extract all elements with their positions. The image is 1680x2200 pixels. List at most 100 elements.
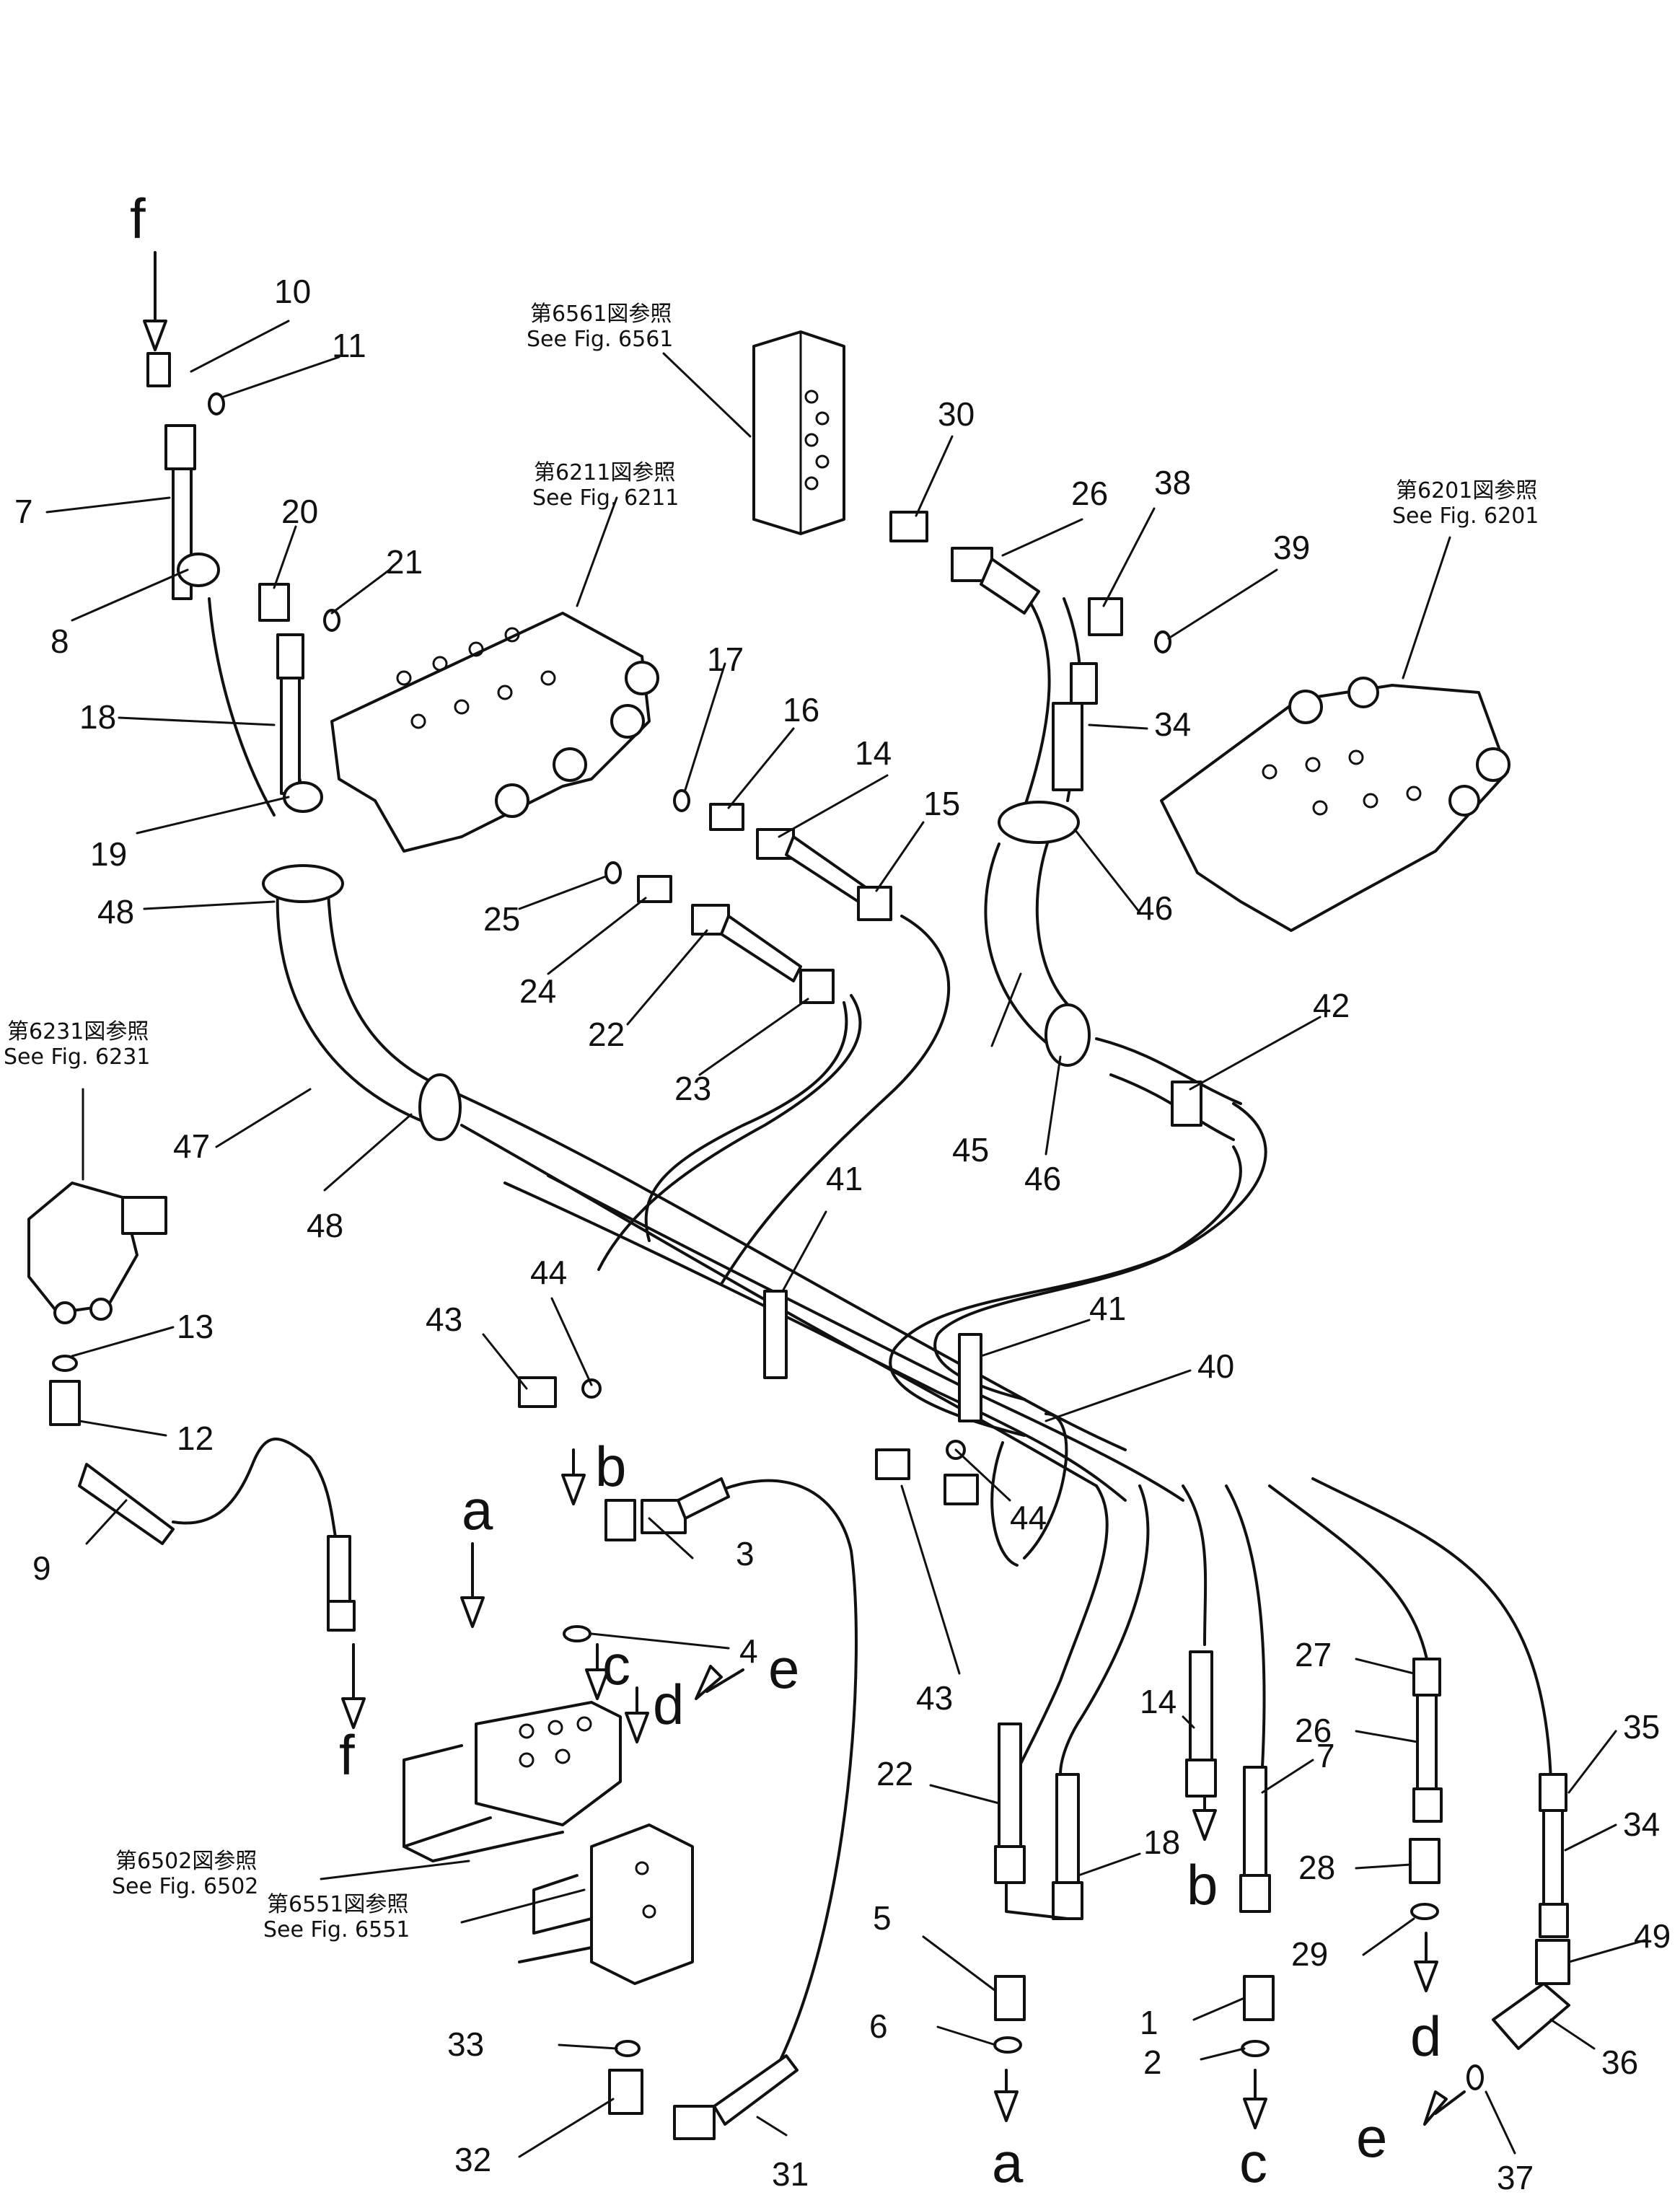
o-ring-21 — [323, 609, 340, 632]
bolt-43-left — [875, 1448, 910, 1480]
o-ring-33 — [615, 2040, 641, 2057]
part-label-22-lower: 22 — [876, 1755, 913, 1792]
block-6502 — [403, 1701, 622, 1862]
sleeve-35 — [1539, 1773, 1567, 1812]
nut-18-lower — [1052, 1881, 1083, 1920]
part-label-48-top: 48 — [97, 893, 134, 930]
clamps — [262, 801, 1202, 1567]
hose-26 — [980, 558, 1040, 615]
letter-e-lower: e — [1356, 2106, 1387, 2169]
ref-6502-en: See Fig. 6502 — [112, 1874, 258, 1899]
connector-30 — [889, 511, 928, 542]
part-label-24: 24 — [519, 972, 556, 1010]
protector-sleeve-46-top — [998, 801, 1080, 844]
part-label-44-right: 44 — [1010, 1499, 1047, 1536]
hose-14-lower — [1189, 1650, 1213, 1761]
fittings — [49, 352, 1570, 2140]
part-label-8: 8 — [50, 622, 69, 660]
ref-6502-jp: 第6502図参照 — [115, 1849, 257, 1874]
o-ring-11 — [208, 392, 225, 415]
ref-6231-en: See Fig. 6231 — [4, 1044, 150, 1070]
manifold-block-6561 — [752, 330, 845, 535]
ref-6551-en: See Fig. 6551 — [263, 1917, 410, 1942]
nut-14-lower — [1185, 1759, 1217, 1798]
part-label-7-lower: 7 — [1316, 1737, 1335, 1774]
o-ring-29 — [1410, 1903, 1439, 1920]
part-label-3: 3 — [736, 1535, 755, 1572]
ref-6231-jp: 第6231図参照 — [7, 1019, 149, 1044]
hose-3 — [677, 1477, 730, 1520]
letter-e-upper: e — [768, 1637, 799, 1700]
part-label-41-right: 41 — [1089, 1290, 1126, 1327]
ref-6551-jp: 第6551図参照 — [267, 1892, 408, 1917]
connector-16 — [709, 803, 744, 831]
part-label-47: 47 — [173, 1127, 210, 1165]
bolt-43-right — [944, 1474, 979, 1505]
nut-34-lower — [1539, 1903, 1569, 1938]
part-label-15: 15 — [923, 785, 960, 822]
part-label-30: 30 — [938, 395, 975, 433]
o-ring-4 — [563, 1625, 591, 1642]
part-label-32: 32 — [454, 2141, 491, 2178]
part-number-labels: 10 11 7 8 20 21 18 19 48 17 16 14 15 25 … — [14, 273, 1671, 2196]
letter-c-upper: c — [602, 1633, 630, 1697]
nut-34 — [1070, 662, 1098, 705]
tee-3-body — [604, 1499, 636, 1541]
part-label-17: 17 — [707, 641, 744, 678]
part-label-41-left: 41 — [826, 1160, 863, 1197]
figure-references: 第6561図参照 See Fig. 6561 第6211図参照 See Fig.… — [4, 302, 1539, 1942]
hose-14 — [785, 835, 867, 903]
part-label-5: 5 — [873, 1899, 892, 1937]
part-label-12: 12 — [177, 1420, 214, 1457]
ref-6561-en: See Fig. 6561 — [527, 327, 673, 352]
connection-letters: f f a b c d e a b c d e — [130, 187, 1441, 2194]
elbow-12 — [49, 1380, 81, 1426]
o-ring-17 — [673, 789, 690, 812]
valve-6231 — [27, 1182, 167, 1324]
part-label-11: 11 — [332, 327, 366, 364]
part-label-36: 36 — [1601, 2043, 1638, 2081]
part-label-33: 33 — [447, 2025, 484, 2063]
letter-f-lower: f — [339, 1723, 355, 1787]
protector-sleeve-46-lower — [1044, 1003, 1091, 1067]
part-label-4: 4 — [739, 1632, 758, 1670]
hose-22 — [720, 915, 802, 982]
o-ring-2 — [1241, 2040, 1270, 2057]
hose-9-end — [327, 1535, 351, 1603]
part-label-29: 29 — [1291, 1935, 1328, 1973]
part-label-39: 39 — [1273, 529, 1310, 566]
elbow-20 — [258, 583, 290, 622]
ref-6211-jp: 第6211図参照 — [534, 460, 675, 485]
part-label-6: 6 — [869, 2007, 888, 2045]
arrows — [143, 251, 1466, 2129]
sleeve-15 — [857, 886, 892, 921]
elbow-36 — [1492, 1982, 1570, 2050]
part-label-40: 40 — [1197, 1347, 1234, 1385]
nut-3-hose — [641, 1499, 687, 1534]
clamp-40 — [990, 1412, 1068, 1567]
part-label-44-left: 44 — [530, 1254, 567, 1291]
ref-6201-jp: 第6201図参照 — [1396, 478, 1537, 503]
hose-34 — [1052, 702, 1083, 791]
hose-26-lower — [1416, 1694, 1438, 1790]
part-label-46-top: 46 — [1136, 889, 1173, 927]
leader-lines — [45, 320, 1646, 2158]
clamp-41-left — [763, 1290, 788, 1379]
clamp-41-right — [958, 1333, 982, 1422]
clamp-42 — [1171, 1081, 1202, 1127]
part-label-7: 7 — [14, 493, 33, 530]
part-label-25: 25 — [483, 900, 520, 938]
letter-b-upper: b — [595, 1435, 626, 1498]
connector-1 — [1243, 1975, 1275, 2021]
control-valve-6201 — [1160, 677, 1510, 932]
connector-49 — [1535, 1939, 1570, 1985]
hose-22-lower — [998, 1722, 1022, 1848]
block-6551 — [518, 1823, 694, 1985]
part-label-28: 28 — [1298, 1849, 1335, 1886]
part-label-49: 49 — [1634, 1917, 1671, 1955]
nut-7 — [164, 424, 196, 470]
nut-18 — [276, 633, 304, 679]
part-label-37: 37 — [1497, 2159, 1534, 2196]
letter-f-top: f — [130, 187, 146, 250]
